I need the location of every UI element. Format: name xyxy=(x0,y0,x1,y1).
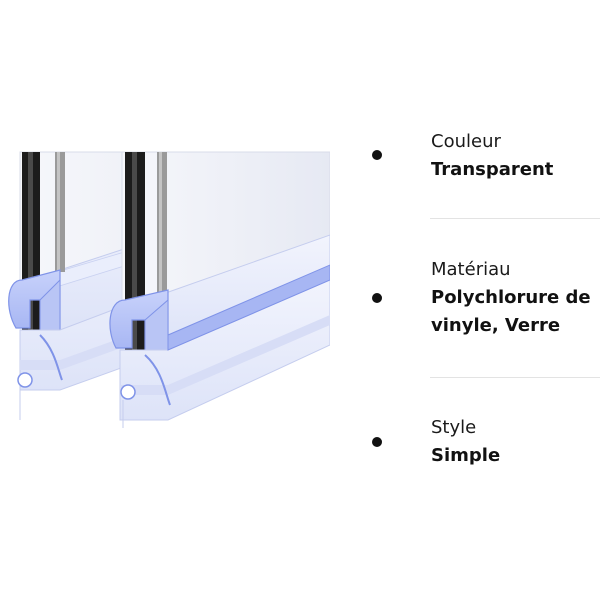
bullet-dot-icon xyxy=(372,437,382,447)
bullet-dot-icon xyxy=(372,150,382,160)
spec-value-style: Simple xyxy=(431,445,501,466)
spec-text: Matériau Polychlorure de vinyle, Verre xyxy=(431,256,600,340)
spec-text: Couleur Transparent xyxy=(431,128,600,184)
spec-list: Couleur Transparent Matériau Polychlorur… xyxy=(360,0,600,600)
spec-divider xyxy=(430,377,600,378)
seal-strip-front xyxy=(109,151,330,428)
spec-label-material: Matériau xyxy=(431,259,511,280)
spec-text: Style Simple xyxy=(431,414,600,470)
spec-label-style: Style xyxy=(431,417,477,438)
spec-label-color: Couleur xyxy=(431,131,501,152)
bullet-dot-icon xyxy=(372,293,382,303)
spec-divider xyxy=(430,218,600,219)
spec-value-color: Transparent xyxy=(431,159,554,180)
shower-door-seal-strip-icon xyxy=(8,151,330,428)
spec-value-material: Polychlorure de vinyle, Verre xyxy=(431,287,591,336)
